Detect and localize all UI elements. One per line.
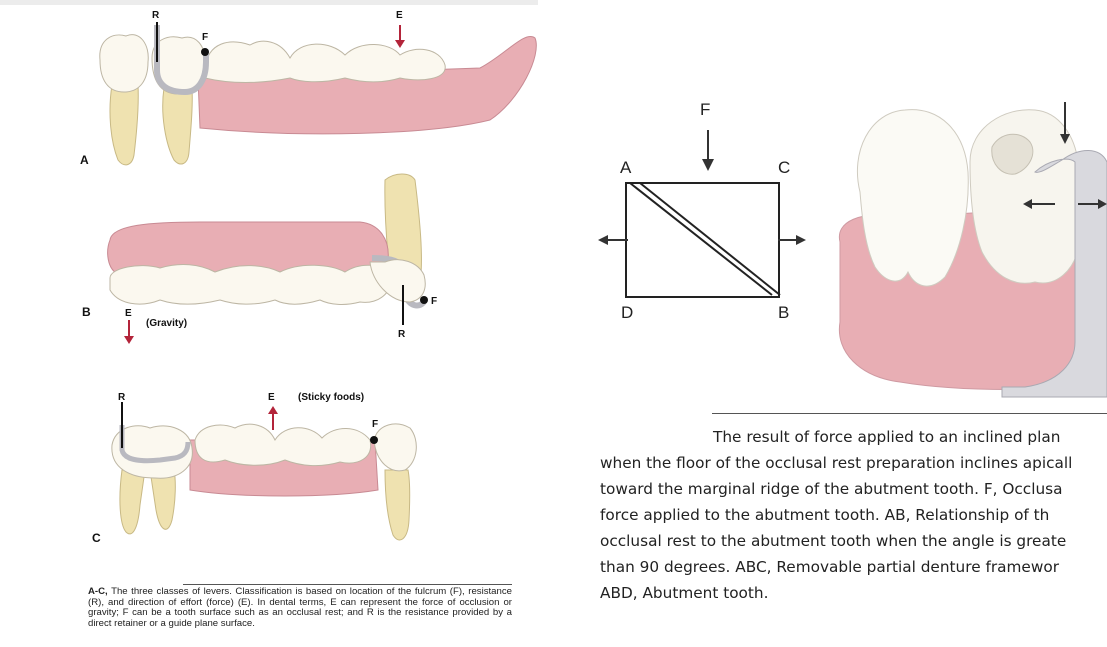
right-caption-line-3: toward the marginal ridge of the abutmen… [600, 476, 1105, 502]
root-a2 [163, 88, 193, 164]
root-a1 [110, 85, 138, 165]
caption-lead: A-C, [88, 586, 108, 597]
effort-arrow-a [395, 40, 405, 48]
right-caption-line-5: occlusal rest to the abutment tooth when… [600, 528, 1105, 554]
left-arrow-head [598, 235, 608, 245]
diagonal-line-2 [640, 183, 780, 295]
panel-b-resistance-label: R [398, 329, 405, 340]
force-arrow-head [702, 159, 714, 171]
fulcrum-dot-c [370, 436, 378, 444]
diagonal-line-1 [630, 183, 772, 295]
panel-a-label: A [80, 153, 89, 167]
root-c3 [385, 470, 410, 540]
diagram-corner-c: C [778, 158, 790, 178]
lever-illustrations [0, 0, 540, 585]
diagram-corner-a: A [620, 158, 631, 178]
right-caption-line-2: when the floor of the occlusal rest prep… [600, 450, 1105, 476]
abutment-teeth-illustration [830, 92, 1107, 398]
panel-b-label: B [82, 305, 91, 319]
inclined-plane-diagram [590, 95, 820, 330]
panel-a-resistance-label: R [152, 10, 159, 21]
panel-c-effort-note: (Sticky foods) [298, 392, 364, 403]
left-figure-caption: A-C, The three classes of levers. Classi… [88, 587, 512, 629]
effort-arrow-c [268, 406, 278, 414]
panel-c-fulcrum-label: F [372, 419, 378, 430]
right-caption-line-6: than 90 degrees. ABC, Removable partial … [600, 554, 1105, 580]
right-figure-caption: The result of force applied to an inclin… [600, 424, 1105, 606]
tooth-a1 [100, 35, 148, 92]
caption-text: The three classes of levers. Classificat… [88, 586, 512, 629]
premolar-tooth [857, 110, 968, 286]
panel-b-fulcrum-label: F [431, 296, 437, 307]
panel-c-effort-label: E [268, 392, 275, 403]
panel-b-effort-note: (Gravity) [146, 318, 187, 329]
panel-a-illustration [100, 22, 536, 165]
denture-teeth-b [110, 265, 392, 305]
effort-arrow-b [124, 336, 134, 344]
root-c2 [150, 470, 175, 529]
right-caption-line-4: force applied to the abutment tooth. AB,… [600, 502, 1105, 528]
panel-a-fulcrum-label: F [202, 32, 208, 43]
right-arrow-head [796, 235, 806, 245]
panel-c-resistance-label: R [118, 392, 125, 403]
panel-a-effort-label: E [396, 10, 403, 21]
diagram-corner-d: D [621, 303, 633, 323]
panel-c-label: C [92, 531, 101, 545]
fulcrum-dot-b [420, 296, 428, 304]
denture-teeth-a [205, 41, 445, 82]
denture-teeth-c [195, 424, 371, 465]
right-caption-line-1: The result of force applied to an inclin… [600, 424, 1105, 450]
fulcrum-dot-a [201, 48, 209, 56]
right-caption-line-7: ABD, Abutment tooth. [600, 580, 1105, 606]
diagram-corner-b: B [778, 303, 789, 323]
root-c1 [120, 470, 145, 534]
caption-rule [183, 584, 512, 585]
panel-b-effort-label: E [125, 308, 132, 319]
right-caption-rule [712, 413, 1107, 414]
diagram-force-label: F [700, 100, 710, 120]
panel-c-illustration [112, 402, 416, 540]
tooth-c-abutment [374, 424, 416, 471]
